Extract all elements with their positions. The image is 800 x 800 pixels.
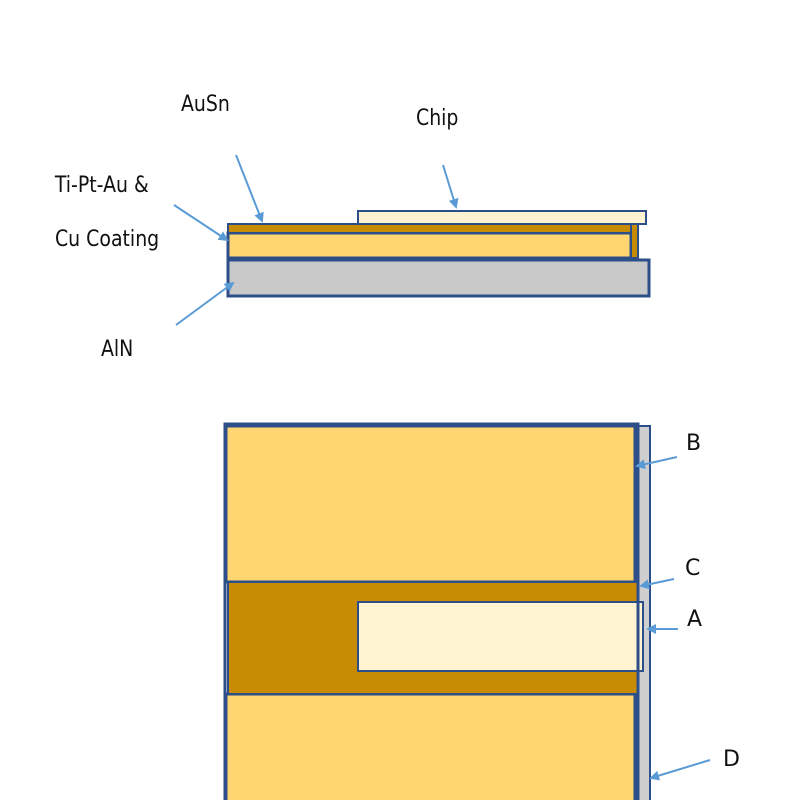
arrow-c	[639, 578, 675, 590]
plan-view	[223, 422, 651, 800]
label-chip: Chip	[416, 105, 458, 131]
label-c: C	[685, 556, 700, 581]
label-d: D	[723, 747, 740, 772]
plan-outline	[223, 422, 640, 800]
chip-plan	[357, 601, 644, 672]
arrow-ti-pt-au	[173, 204, 229, 242]
arrow-d	[649, 759, 711, 781]
ausn-layer	[227, 223, 639, 234]
arrow-ausn	[235, 154, 264, 223]
label-aln: AlN	[101, 336, 133, 362]
gold-pad-upper	[224, 424, 637, 584]
cross-section-view	[226, 210, 651, 298]
label-cu-coating: Cu Coating	[55, 226, 159, 252]
label-a: A	[687, 607, 702, 632]
arrow-chip	[442, 164, 459, 209]
label-ausn: AuSn	[181, 91, 230, 117]
label-ti-pt-au: Ti-Pt-Au &	[54, 172, 149, 198]
aln-substrate	[226, 258, 651, 298]
label-b: B	[686, 431, 701, 456]
arrow-b	[635, 456, 678, 470]
ausn-side-edge	[630, 223, 639, 259]
arrow-aln	[175, 281, 235, 326]
cu-coating-layer	[226, 231, 633, 260]
chip-top	[357, 210, 647, 225]
gold-pad-lower	[224, 692, 637, 800]
